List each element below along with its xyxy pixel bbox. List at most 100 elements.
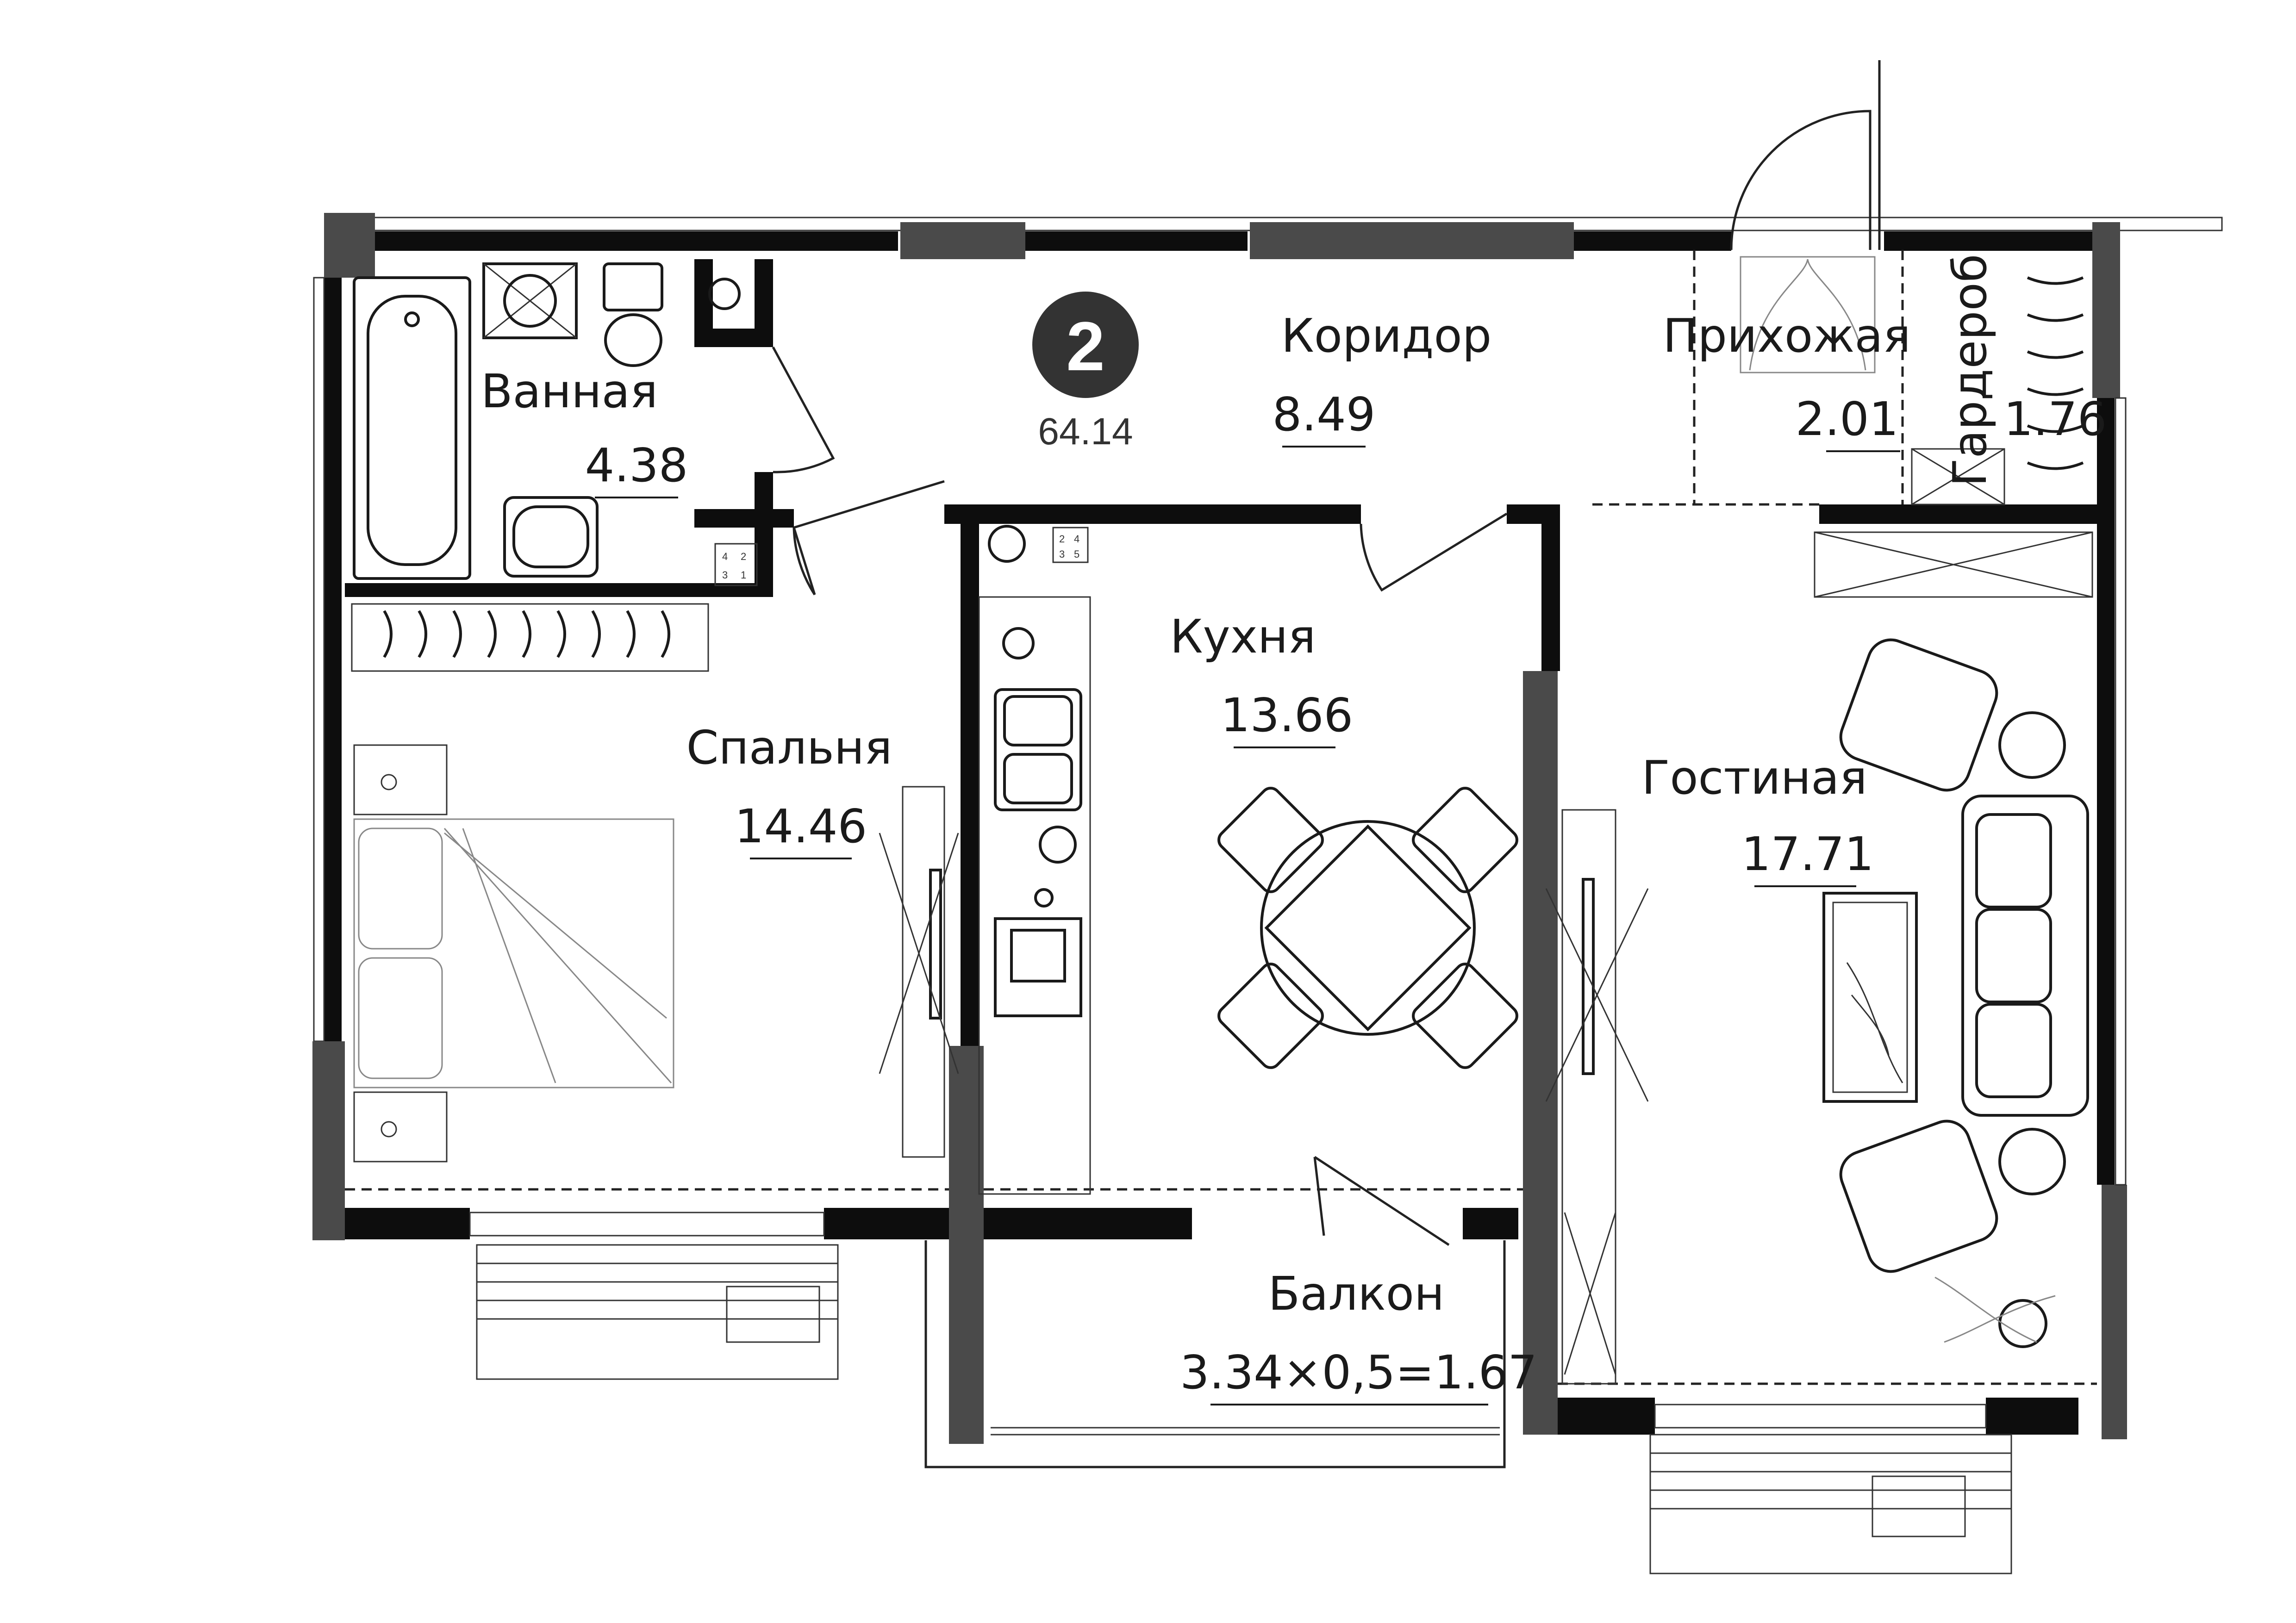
sofa-cushion-1-icon — [1975, 813, 2052, 908]
top-wall-left — [366, 231, 898, 251]
sink-bowl-2-icon — [1003, 753, 1073, 804]
bed-icon — [353, 818, 674, 1088]
wardrobe-hangers-icon — [2027, 276, 2084, 470]
bedroom-area: 14.46 — [735, 799, 867, 853]
balcony-door[interactable] — [1313, 1156, 1450, 1246]
dining-table-square-icon — [1264, 824, 1472, 1032]
bedroom-tv-stand-icon — [902, 786, 945, 1158]
bedroom-bottom-wall-left — [345, 1208, 470, 1239]
meter-a-label-4: 1 — [741, 569, 746, 581]
corridor-area: 8.49 — [1273, 387, 1376, 442]
entrance-door[interactable] — [1730, 110, 1872, 250]
left-wall-outline — [313, 277, 325, 1042]
wardrobe-bottom-wall — [1819, 504, 2097, 524]
total-area: 64.14 — [1038, 410, 1133, 453]
wardrobe-box-cross-2 — [1911, 448, 2005, 505]
zone-lines — [345, 250, 2097, 1385]
sink-icon — [503, 496, 599, 578]
kitchen-left-wall — [961, 504, 979, 1046]
closet — [351, 603, 709, 672]
chair-nw-icon — [1217, 787, 1324, 893]
sink-basin-icon — [512, 505, 589, 568]
living-left-pillar — [1523, 671, 1558, 1435]
floor-lamp-icon — [1998, 1299, 2047, 1348]
nightstand-2-icon — [353, 1091, 448, 1163]
kitchen-filter-icon — [1002, 627, 1035, 659]
living-balcony-slab — [1649, 1434, 2012, 1574]
living-window — [1654, 1404, 1987, 1429]
coffee-table-icon — [1822, 892, 1918, 1103]
kitchen-bottom-wall — [984, 1208, 1192, 1239]
bathroom-area: 4.38 — [585, 438, 688, 492]
right-pillar-bottom — [2102, 1185, 2127, 1439]
coffee-table-top-icon — [1832, 902, 1908, 1093]
living-left-wall-top — [1541, 504, 1560, 671]
right-pillar-top — [2092, 222, 2120, 398]
wm-cross-2 — [483, 263, 577, 339]
exterior-walls — [312, 213, 2223, 1468]
bedroom-name: Спальня — [686, 721, 892, 775]
bedroom-window — [469, 1212, 825, 1237]
palm-leaves-icon — [1934, 1276, 2056, 1343]
meter-a-label-1: 4 — [722, 551, 728, 562]
plant-top-icon — [1998, 711, 2066, 779]
meter-b-label-4: 5 — [1074, 548, 1079, 560]
right-wall — [2097, 398, 2115, 1185]
sofa-cushion-2-icon — [1975, 908, 2052, 1003]
kitchen-sink-icon — [994, 688, 1082, 811]
chair-se-icon — [1412, 963, 1518, 1069]
tv-view-line-2 — [879, 833, 959, 1074]
meter-box-b — [1052, 527, 1089, 563]
bedroom-furniture — [351, 603, 959, 1163]
bathtub-inner-icon — [367, 295, 457, 566]
interior-walls — [345, 259, 2097, 1046]
blanket-folds-icon — [443, 828, 672, 1083]
rooms-count: 2 — [1066, 307, 1104, 385]
meter-box-a — [714, 543, 758, 586]
top-wall-mid — [1025, 231, 1248, 251]
meter-b-label-2: 4 — [1074, 533, 1079, 545]
balcony-outline — [924, 1240, 1506, 1468]
balcony-fragments — [476, 1244, 2012, 1574]
left-pillar-bottom — [312, 1041, 345, 1240]
living-closet-icon — [1814, 531, 2093, 598]
meter-b-label-3: 3 — [1059, 548, 1065, 560]
bath-right-wall-low — [755, 472, 773, 597]
pillow-2-icon — [358, 957, 443, 1079]
sofa-icon — [1961, 795, 2089, 1117]
living-name: Гостиная — [1641, 751, 1867, 805]
living-tv-icon — [1582, 878, 1595, 1075]
living-tv-stand-icon — [1561, 809, 1616, 1385]
kitchen-left-pillar — [949, 1046, 984, 1444]
living-bottom-wall-right — [1986, 1398, 2078, 1435]
lamp-1-icon — [381, 774, 397, 790]
bathroom-door[interactable] — [772, 346, 835, 473]
left-wall — [324, 278, 342, 1041]
bedroom-door[interactable] — [792, 480, 945, 595]
bathtub-icon — [353, 276, 471, 580]
ac-unit-1-icon — [726, 1286, 820, 1343]
room-labels: Ванная 4.38 Коридор 8.49 Прихожая 2.01 Г… — [481, 254, 2107, 1405]
pillow-1-icon — [358, 827, 443, 950]
living-area: 17.71 — [1741, 827, 1874, 881]
top-pillar-2 — [1250, 222, 1574, 259]
kitchen-boiler-icon — [1039, 826, 1077, 864]
kitchen-door[interactable] — [1360, 512, 1508, 592]
kitchen-valve-icon — [1034, 888, 1054, 908]
bedroom-tv-icon — [929, 869, 942, 1020]
living-stand-cross-2 — [1564, 1212, 1616, 1375]
bedroom-balcony-slab — [476, 1244, 839, 1380]
washing-machine-icon — [482, 262, 578, 339]
dining-table-round-icon — [1260, 820, 1476, 1036]
bathtub-drain-icon — [404, 311, 420, 327]
oven-door-icon — [1010, 929, 1066, 983]
chair-ne-icon — [1412, 787, 1518, 893]
meter-b-label-1: 2 — [1059, 533, 1065, 545]
top-wall-far-right — [1884, 231, 2106, 251]
riser-icon — [708, 278, 741, 310]
chair-sw-icon — [1217, 963, 1324, 1069]
corner-column-tl — [324, 213, 375, 278]
meter-a-label-3: 3 — [722, 569, 728, 581]
oven-icon — [994, 917, 1082, 1017]
